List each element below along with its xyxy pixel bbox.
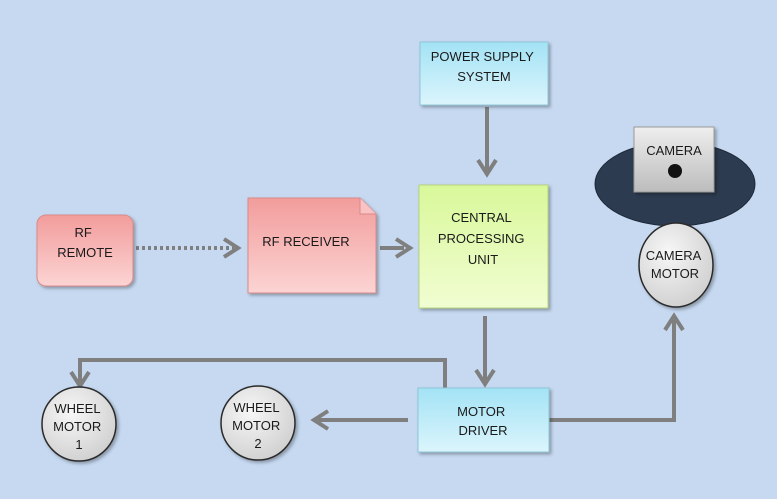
rf-remote-line-2: REMOTE [57, 245, 113, 260]
camera-label: CAMERA [646, 143, 702, 158]
wheel-motor-1-line-2: MOTOR [53, 419, 101, 434]
power-supply-block: POWER SUPPLY SYSTEM [419, 41, 549, 106]
motor-driver-block: MOTOR DRIVER [417, 387, 550, 453]
wheel-motor-2-label: WHEEL MOTOR 2 [232, 400, 284, 451]
wheel-motor-1-line-3: 1 [75, 437, 82, 452]
arrow-cpu-to-driver [474, 316, 496, 388]
cpu-line-1: CENTRAL [451, 210, 511, 225]
arrow-receiver-to-cpu [380, 237, 414, 259]
rf-remote-line-1: RF [75, 225, 92, 240]
cpu-block: CENTRAL PROCESSING UNIT [418, 184, 549, 309]
arrow-driver-to-wheel2 [310, 409, 408, 431]
wheel-motor-1-label: WHEEL MOTOR 1 [53, 401, 105, 452]
camera-motor-line-2: MOTOR [651, 266, 699, 281]
wheel-motor-2-line-3: 2 [254, 436, 261, 451]
camera-lens-icon [668, 164, 682, 178]
power-supply-line-1: POWER SUPPLY [431, 49, 534, 64]
cpu-line-3: UNIT [468, 252, 498, 267]
cpu-label: CENTRAL PROCESSING UNIT [438, 210, 528, 267]
power-supply-line-2: SYSTEM [457, 69, 510, 84]
rf-receiver-block: RF RECEIVER [247, 197, 377, 294]
arrow-driver-to-camera-motor [549, 312, 685, 422]
arrow-driver-to-wheel1 [69, 358, 447, 390]
motor-driver-line-2: DRIVER [458, 423, 507, 438]
arrow-remote-to-receiver [136, 237, 242, 259]
wheel-motor-2-line-1: WHEEL [233, 400, 279, 415]
wheel-motor-2-line-2: MOTOR [232, 418, 280, 433]
camera-assembly: CAMERA [594, 126, 756, 227]
camera-body [633, 126, 715, 193]
camera-motor-node: CAMERA MOTOR [638, 222, 714, 308]
cpu-line-2: PROCESSING [438, 231, 525, 246]
rf-receiver-line-1: RF RECEIVER [262, 234, 349, 249]
connectors [69, 107, 685, 431]
camera-motor-line-1: CAMERA [646, 248, 702, 263]
rf-remote-block: RF REMOTE [36, 214, 134, 287]
arrow-power-to-cpu [476, 107, 498, 178]
rf-remote-label: RF REMOTE [57, 225, 113, 260]
wheel-motor-2-node: WHEEL MOTOR 2 [220, 385, 296, 461]
motor-driver-label: MOTOR DRIVER [457, 404, 509, 438]
wheel-motor-1-line-1: WHEEL [54, 401, 100, 416]
wheel-motor-1-node: WHEEL MOTOR 1 [41, 386, 117, 462]
camera-line-1: CAMERA [646, 143, 702, 158]
motor-driver-line-1: MOTOR [457, 404, 505, 419]
power-supply-label: POWER SUPPLY SYSTEM [431, 49, 537, 84]
rf-receiver-label: RF RECEIVER [262, 234, 349, 249]
camera-motor-label: CAMERA MOTOR [646, 248, 705, 281]
